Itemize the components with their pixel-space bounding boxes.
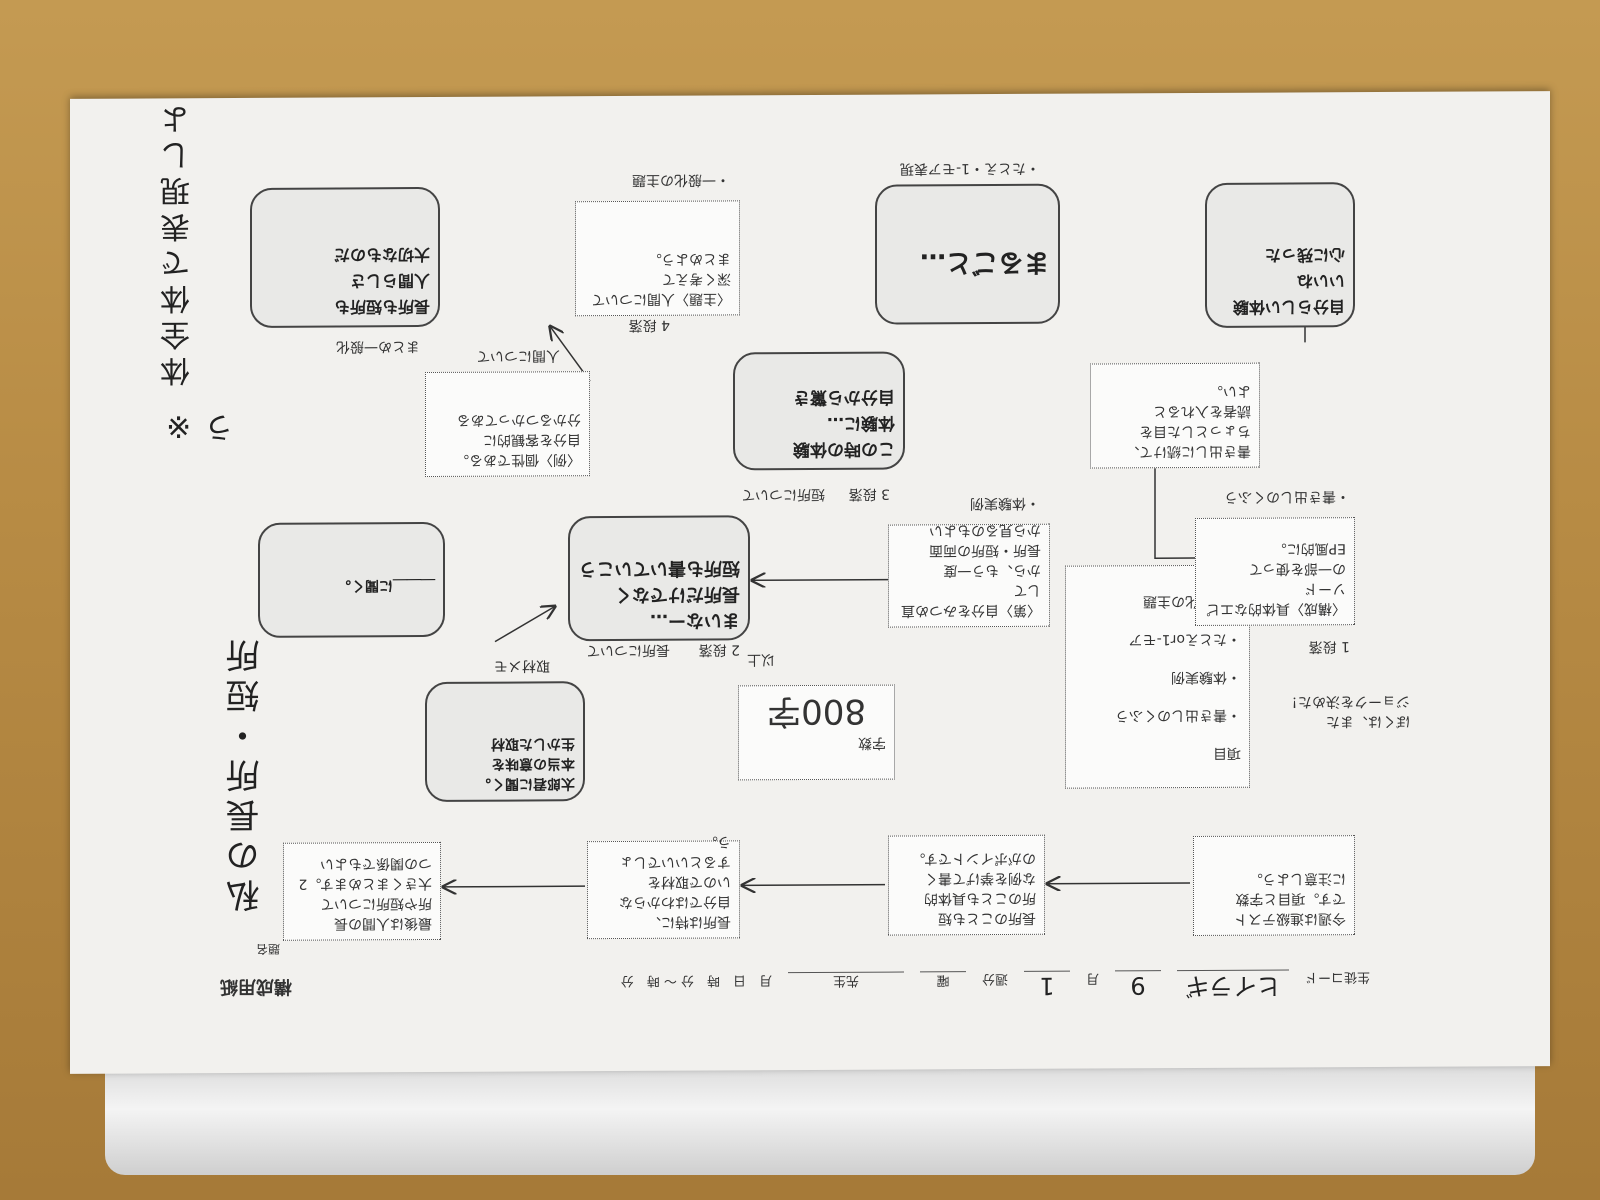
theme-box: 〈主題〉人間について 深く考えて まとめよう。: [575, 200, 740, 317]
essay-title: 私の長所・短所: [221, 633, 270, 913]
top-left-cloud: 長所も短所も 人間らしさ 大切なものだ: [250, 186, 440, 328]
sheet-title: 構成用紙: [220, 975, 292, 998]
student-code-label: 生徒コード: [1304, 969, 1370, 985]
essay-title-line: 私の長所: [226, 752, 266, 914]
paper-roll: [105, 1065, 1535, 1175]
date-time-fields: 月 日 時 分 ～ 時 分: [620, 972, 772, 988]
side-note: ※ 体全体で表現しよう: [161, 98, 240, 444]
items-label: 項目: [1213, 744, 1241, 761]
top-right-cloud: 自分らしい体験 いいね 心に残った: [1205, 182, 1355, 328]
arrow: [1047, 883, 1190, 884]
student-name: ヒイラギ: [1176, 969, 1289, 1007]
item: ・たとえor1-モア: [1128, 630, 1241, 648]
reflect-box: 〈第〉自分をみつめ直して から、もう一度 長所・短所の両面 から見るのもよい: [888, 522, 1050, 628]
structure-box: 〈構成〉具体的なエピソード の一部を使って EP風的に。: [1195, 517, 1355, 626]
weekday-label: 曜: [919, 971, 966, 992]
interview-memo-label: 取材メモ: [494, 657, 550, 674]
arrow: [752, 580, 888, 581]
long-short-cloud: まいなー… 長所だけでなく 短所も書いていこう: [568, 515, 750, 642]
interview-memo-cloud: 太郎君に聞く。 本当の意味を 生かした取材: [425, 681, 585, 803]
interview-cloud: ＿＿＿に聞く。: [258, 521, 445, 638]
teacher-label: 先生: [787, 971, 904, 993]
human-about-label: 人間について: [476, 347, 560, 364]
example-box: 〈例〉個性である。 自分を客観的に 分かるつかってある: [425, 371, 590, 478]
instruction-box-1: 今週は進級テスト です。項目と字数 に注意しよう。: [1193, 835, 1355, 936]
length-value: 800字: [767, 690, 866, 732]
long-about-label: 長所について: [586, 641, 670, 659]
instruction-box-3: 長所は特に、 自分ではわからな いので取材を するといいでしょう。: [587, 833, 740, 940]
length-suffix: 以上: [747, 651, 775, 668]
bracket-line: [1154, 468, 1195, 559]
general-label: ・一般化の主題: [632, 171, 730, 188]
month-value: 9: [1114, 970, 1161, 1000]
metaphor-cloud: まるごと…: [875, 183, 1060, 325]
length-label: 字数: [858, 734, 886, 751]
opening-label: ・書き出しのくふう: [1224, 488, 1350, 505]
arrow: [742, 885, 885, 886]
header-row: 生徒コード ヒイラギ 9 月 1 週分 曜 先生 月 日 時 分 ～ 時 分 構…: [220, 969, 1370, 1011]
paragraph-label: 1 段落: [1308, 638, 1350, 655]
arrow: [443, 886, 585, 887]
short-about-label: 短所について: [741, 485, 825, 503]
week-value: 1: [1023, 970, 1070, 1000]
paragraph-label: 4 段落: [628, 316, 670, 333]
arrow: [494, 606, 555, 643]
experience-label: ・体験実例: [970, 494, 1040, 512]
general-top-label: まとめ一般化: [336, 338, 420, 355]
item: ・書き出しのくふう: [1115, 706, 1241, 724]
joke-text: ぼくは、また ジョークを決めた！: [1284, 692, 1410, 730]
composition-sheet: 生徒コード ヒイラギ 9 月 1 週分 曜 先生 月 日 時 分 ～ 時 分 構…: [70, 91, 1550, 1074]
instruction-box-2: 長所のことも短 所のことも具体的 な例を挙げて書く のがポイントです。: [888, 834, 1045, 936]
title-label: 題名: [255, 941, 280, 956]
month-label: 月: [1085, 970, 1099, 986]
week-label: 週分: [981, 970, 1008, 987]
essay-title-line: ・短所: [226, 632, 266, 754]
item: ・体験実例: [1171, 668, 1241, 686]
experience-cloud: この時の体験 体験に… 自分から驚き: [733, 351, 905, 471]
length-box: 字数 800字 以上: [738, 651, 895, 781]
metaphor-label: ・たとえ・1-モア表現: [900, 159, 1040, 177]
opening-box: 書き出しに続けて、 ちょっとした目を 読者を入れると よい。: [1090, 362, 1260, 469]
paragraph-label: 3 段落: [848, 485, 890, 502]
instruction-box-4: 最後は人間の長 所や短所について 大きくまとめます。2 つの関係でもよい: [283, 841, 441, 941]
paragraph-label: 2 段落: [698, 641, 740, 658]
